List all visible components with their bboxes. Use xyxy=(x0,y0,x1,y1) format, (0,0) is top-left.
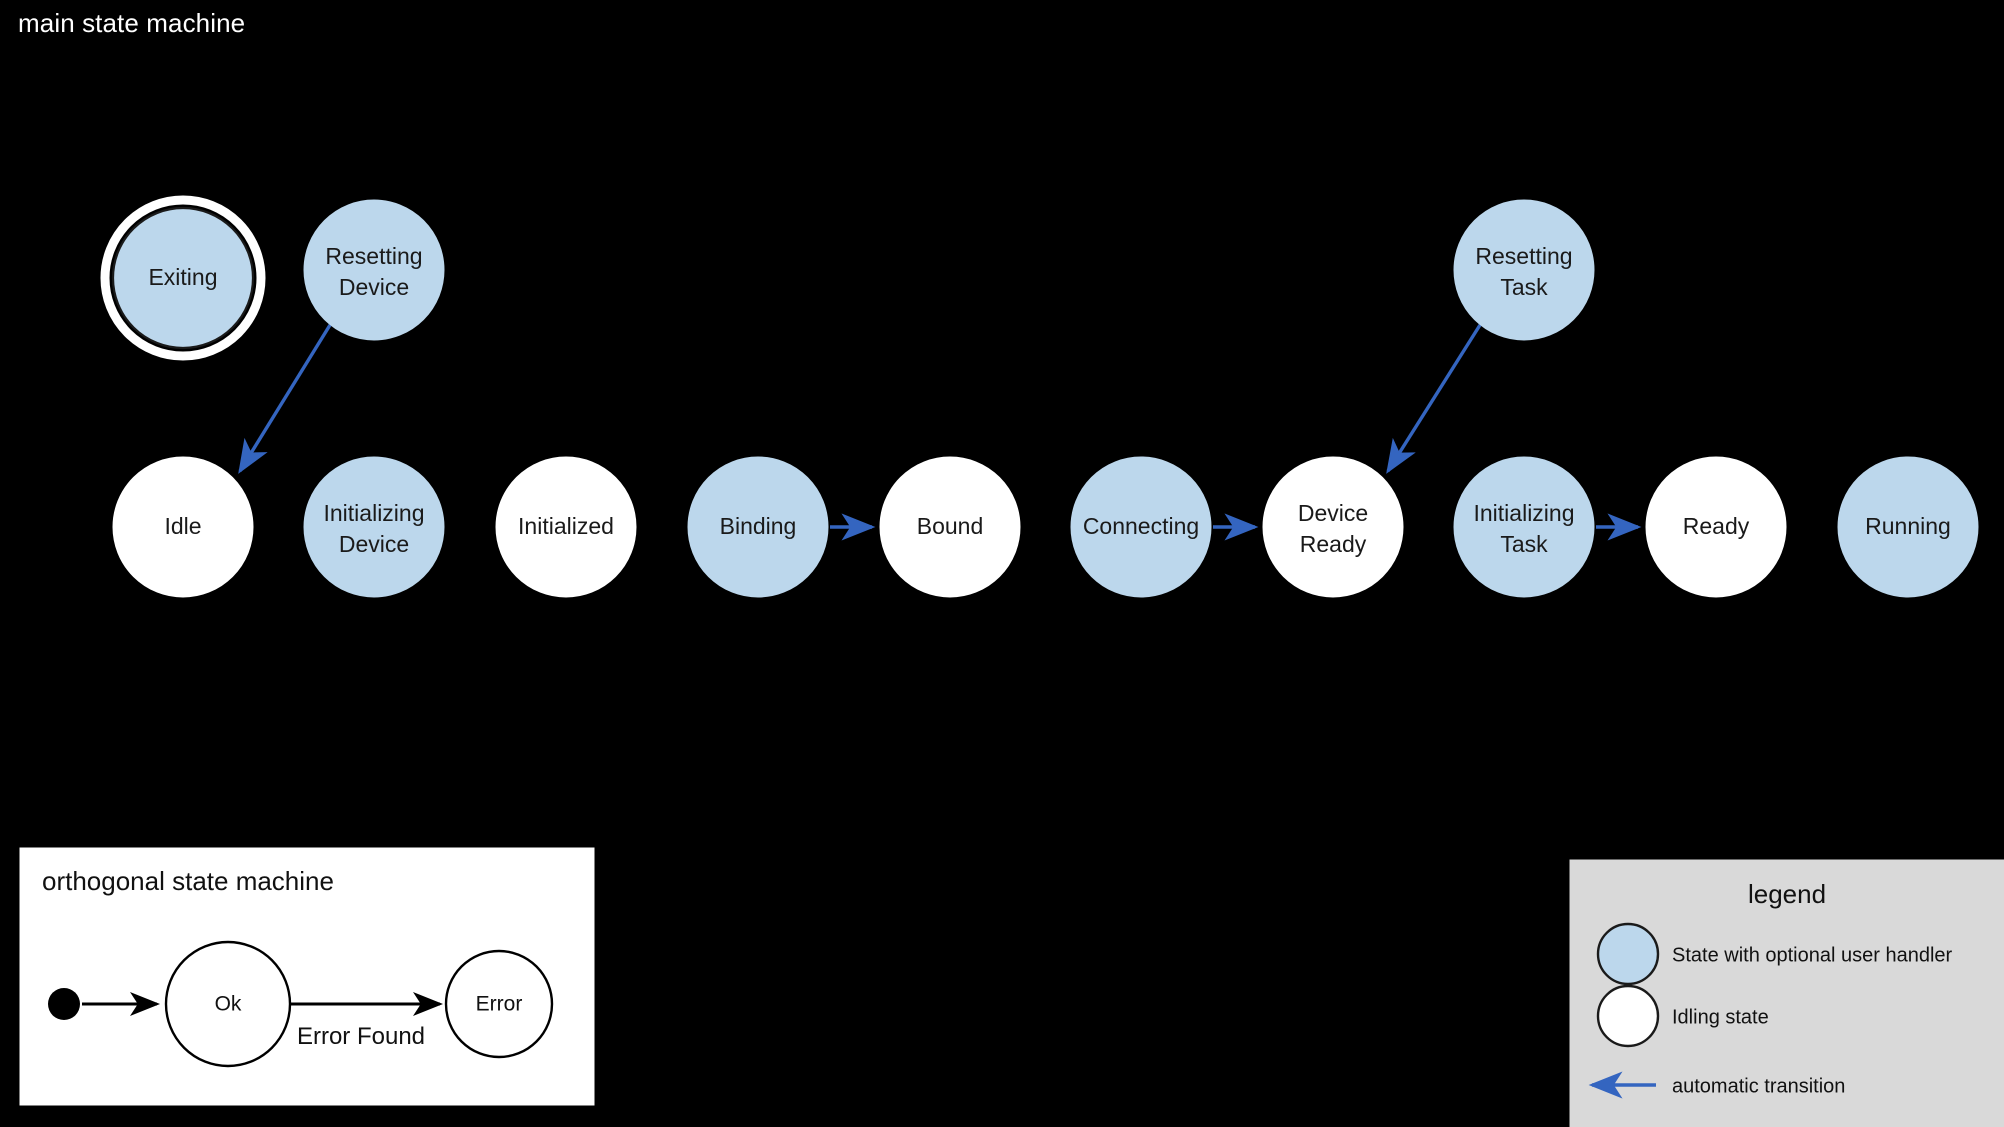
state-circle xyxy=(303,199,445,341)
state-node-binding[interactable]: Binding xyxy=(687,456,829,598)
state-node-connecting[interactable]: Connecting xyxy=(1070,456,1212,598)
state-label: Connecting xyxy=(1083,513,1199,539)
legend-swatch-blue-circle-icon xyxy=(1596,922,1660,986)
state-label: Bound xyxy=(917,513,984,539)
legend-item-automatic-transition: automatic transition xyxy=(1588,1071,1845,1099)
state-circle xyxy=(879,456,1021,598)
state-node-ready[interactable]: Ready xyxy=(1645,456,1787,598)
state-label-line2: Task xyxy=(1500,531,1548,557)
state-circle xyxy=(1837,456,1979,598)
transition-resetting-task-to-device-ready xyxy=(1386,324,1482,474)
legend-label-handler-state: State with optional user handler xyxy=(1672,944,1953,966)
state-node-initialized[interactable]: Initialized xyxy=(495,456,637,598)
orthogonal-state-circle-error[interactable] xyxy=(444,949,554,1059)
state-label: Idle xyxy=(164,513,201,539)
state-node-running[interactable]: Running xyxy=(1837,456,1979,598)
state-label-line1: Device xyxy=(1298,500,1368,526)
page-title: main state machine xyxy=(18,8,246,38)
orthogonal-state-label-error: Error xyxy=(476,993,523,1016)
state-label: Exiting xyxy=(148,264,217,290)
orthogonal-edge-label-error-found: Error Found xyxy=(297,1023,425,1050)
state-node-initializing-device[interactable]: Initializing Device xyxy=(303,456,445,598)
state-circle xyxy=(1262,456,1404,598)
state-node-idle[interactable]: Idle xyxy=(112,456,254,598)
state-circle xyxy=(1645,456,1787,598)
state-label-line1: Initializing xyxy=(324,500,425,526)
orthogonal-state-machine-panel: orthogonal state machine Ok Error Found … xyxy=(19,847,595,1106)
state-label-line2: Device xyxy=(339,531,409,557)
state-label: Ready xyxy=(1683,513,1750,539)
state-circle xyxy=(687,456,829,598)
state-circle xyxy=(303,456,445,598)
legend-title: legend xyxy=(1748,879,1826,909)
state-label-line2: Ready xyxy=(1300,531,1367,557)
legend-panel: legend State with optional user handler … xyxy=(1569,859,2004,1127)
legend-swatch-white-circle-icon xyxy=(1596,984,1660,1048)
state-label: Binding xyxy=(720,513,797,539)
state-label-line2: Device xyxy=(339,274,409,300)
state-label-line1: Resetting xyxy=(1475,243,1572,269)
state-node-resetting-device[interactable]: Resetting Device xyxy=(303,199,445,341)
legend-item-handler-state: State with optional user handler xyxy=(1596,922,1953,986)
state-label-line2: Task xyxy=(1500,274,1548,300)
state-node-bound[interactable]: Bound xyxy=(879,456,1021,598)
state-label: Running xyxy=(1865,513,1951,539)
transition-resetting-device-to-idle xyxy=(238,324,332,474)
initial-state-marker-icon xyxy=(48,988,80,1020)
state-final-outer-ring xyxy=(100,195,266,361)
state-node-device-ready[interactable]: Device Ready xyxy=(1262,456,1404,598)
state-label-line1: Resetting xyxy=(325,243,422,269)
orthogonal-panel-title: orthogonal state machine xyxy=(42,866,334,896)
orthogonal-state-label-ok: Ok xyxy=(215,993,242,1016)
state-node-initializing-task[interactable]: Initializing Task xyxy=(1453,456,1595,598)
transitions-layer xyxy=(238,324,1642,541)
legend-item-idling-state: Idling state xyxy=(1596,984,1769,1048)
state-label-line1: Initializing xyxy=(1474,500,1575,526)
legend-label-automatic-transition: automatic transition xyxy=(1672,1075,1845,1097)
state-node-exiting[interactable]: Exiting xyxy=(100,195,266,361)
state-label: Initialized xyxy=(518,513,614,539)
state-circle xyxy=(1070,456,1212,598)
state-circle xyxy=(111,206,255,350)
legend-label-idling-state: Idling state xyxy=(1672,1006,1769,1028)
state-circle xyxy=(112,456,254,598)
state-node-resetting-task[interactable]: Resetting Task xyxy=(1453,199,1595,341)
state-circle xyxy=(1453,456,1595,598)
state-circle xyxy=(495,456,637,598)
state-circle xyxy=(1453,199,1595,341)
